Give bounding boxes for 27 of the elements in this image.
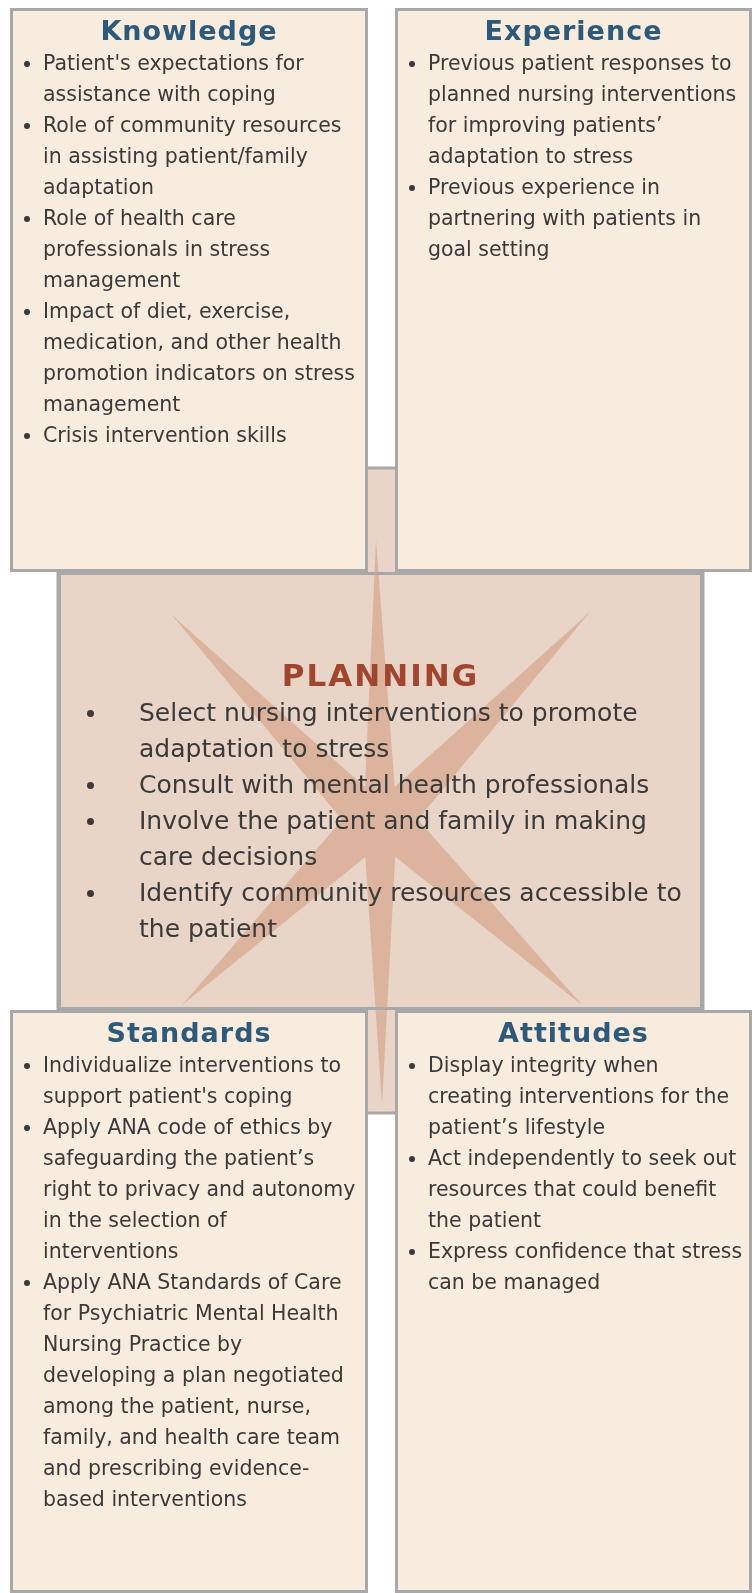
bullet-text: Involve the patient and family in making care decisions xyxy=(139,806,647,871)
bullet-text: Previous patient responses to planned nursing interventions for improving patients’ adaptation to stress xyxy=(428,51,737,168)
card-heading: Experience xyxy=(483,15,664,46)
bullet-text: Role of community resources in assisting patient/family adaptation xyxy=(43,113,342,199)
bullet-text: Previous experience in partnering with patients in goal setting xyxy=(428,175,702,261)
bullet-text: Consult with mental health professionals xyxy=(139,770,650,799)
card-heading: Knowledge xyxy=(99,15,279,46)
bullet-text: Patient's expectations for assistance with coping xyxy=(43,51,304,106)
card-heading: Attitudes xyxy=(497,1017,650,1048)
text-card xyxy=(10,1010,368,1593)
text-card xyxy=(395,8,752,572)
center-box xyxy=(58,572,703,1010)
bullet-text: Role of health care professionals in stress management xyxy=(43,206,271,292)
bullet-text: Apply ANA Standards of Care for Psychiatric Mental Health Nursing Practice by developing a plan negotiated among the patient, nurse, family, and health care team and prescribing evidence-based interventions xyxy=(43,1270,344,1511)
text-card xyxy=(395,1010,752,1593)
bullet-text: Select nursing interventions to promote adaptation to stress xyxy=(139,698,638,763)
bullet-text: Display integrity when creating interventions for the patient’s lifestyle xyxy=(428,1053,729,1139)
bullet-text: Express confidence that stress can be managed xyxy=(428,1239,743,1294)
bullet-text: Act independently to seek out resources that could benefit the patient xyxy=(428,1146,737,1232)
bullet-text: Individualize interventions to support patient's coping xyxy=(43,1053,341,1108)
bullet-text: Impact of diet, exercise, medication, and other health promotion indicators on stress management xyxy=(43,299,355,416)
text-card xyxy=(10,8,368,572)
bullet-text: Identify community resources accessible to the patient xyxy=(139,878,682,943)
bullet-text: Apply ANA code of ethics by safeguarding the patient’s right to privacy and autonomy in the selection of interventions xyxy=(43,1115,356,1263)
bullet-text: Crisis intervention skills xyxy=(43,423,287,447)
card-heading: PLANNING xyxy=(280,657,481,693)
card-heading: Standards xyxy=(105,1017,273,1048)
